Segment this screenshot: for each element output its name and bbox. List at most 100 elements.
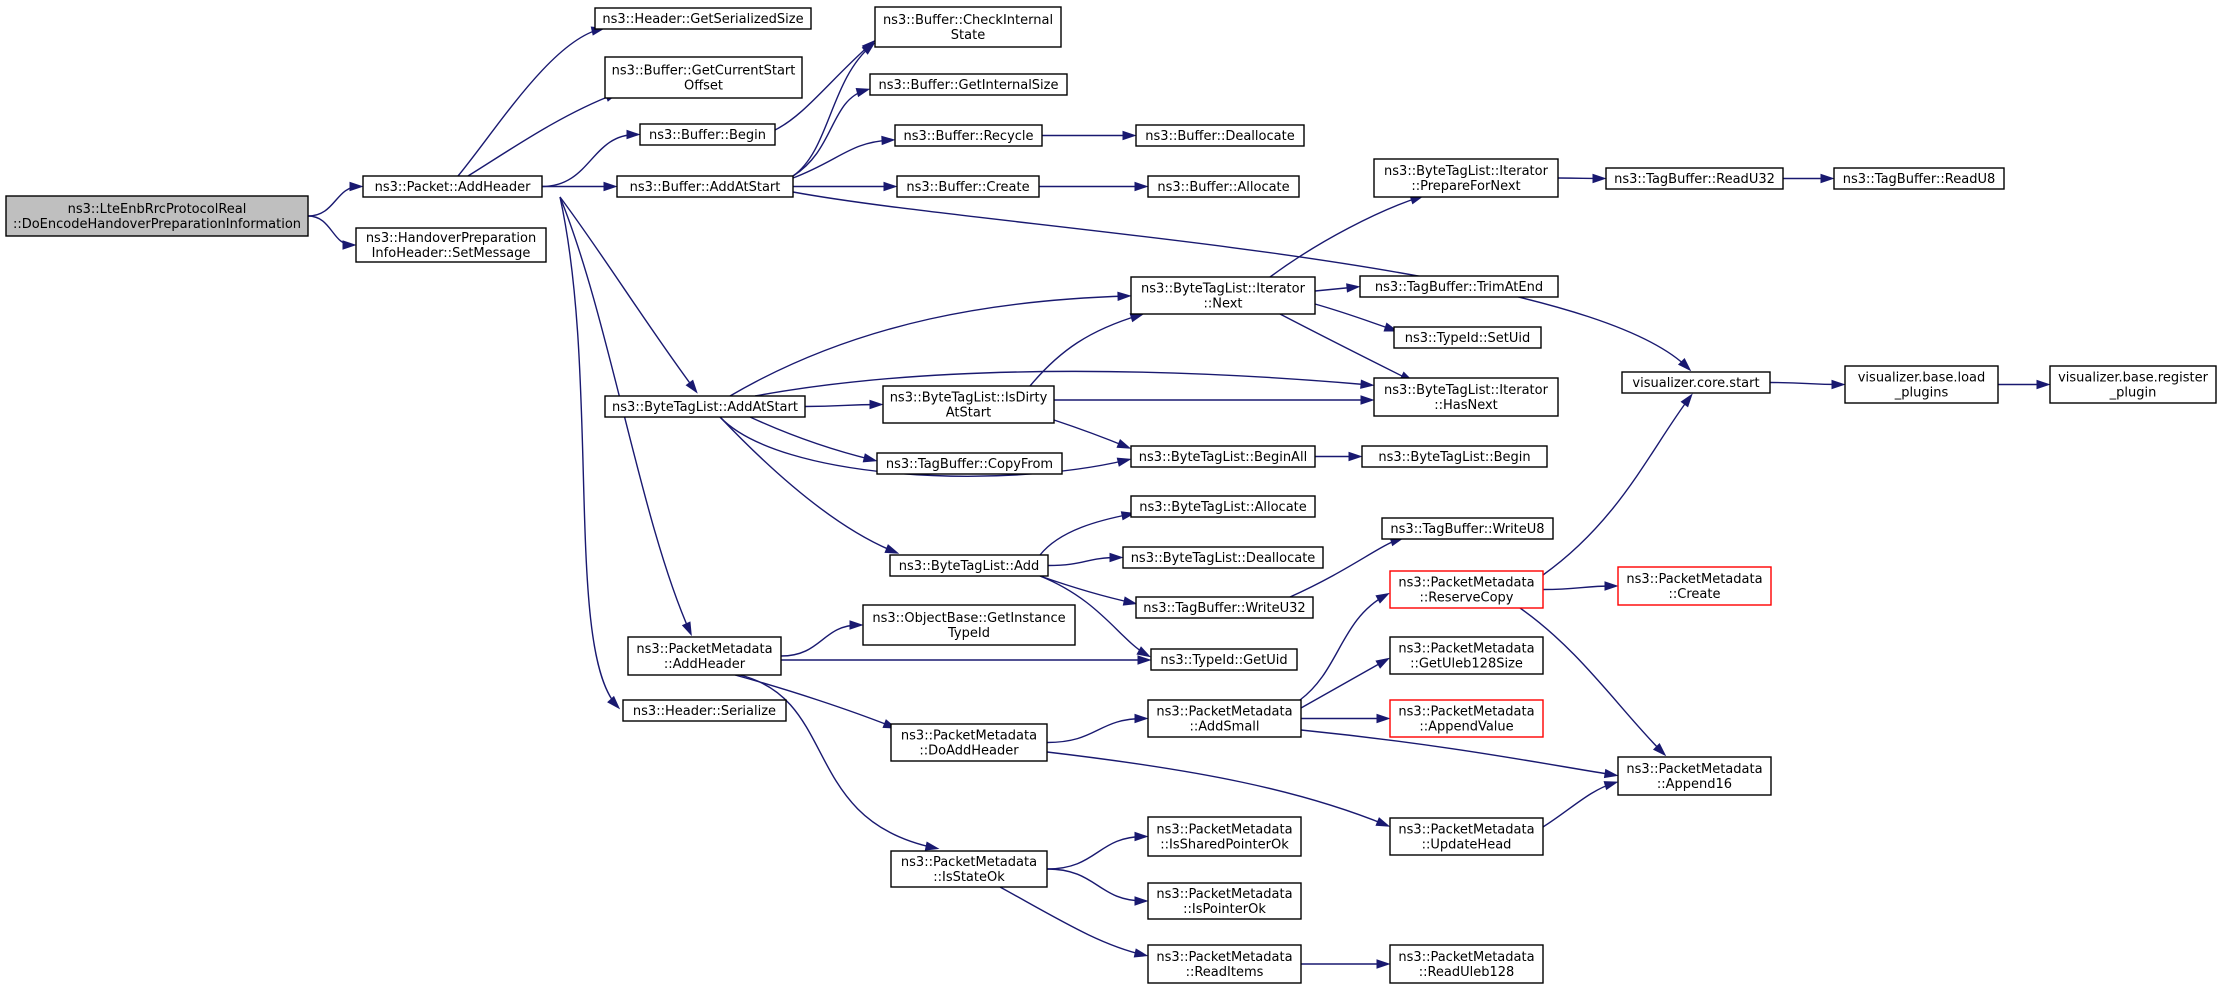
node-buffer-addatstart[interactable]: ns3::Buffer::AddAtStart: [616, 175, 794, 198]
edge-pm_updatehead-to-pm_append16: [1542, 781, 1619, 828]
node-label-line: ns3::PacketMetadata: [636, 642, 772, 657]
node-pm-append16[interactable]: ns3::PacketMetadata::Append16: [1617, 756, 1772, 796]
edge-pm_reservecopy-to-vis_core_start: [1542, 393, 1693, 576]
node-header-serialize[interactable]: ns3::Header::Serialize: [622, 699, 787, 722]
node-tb-readu8[interactable]: ns3::TagBuffer::ReadU8: [1833, 167, 2005, 190]
node-label-line: ns3::PacketMetadata: [1398, 823, 1534, 838]
node-pm-doaddheader[interactable]: ns3::PacketMetadata::DoAddHeader: [890, 723, 1048, 762]
node-vis-base-register-plugin[interactable]: visualizer.base.register_plugin: [2049, 365, 2217, 404]
edge-vis_core_start-to-vis_base_load_plugins: [1769, 379, 1846, 390]
node-hpih-setmessage[interactable]: ns3::HandoverPreparationInfoHeader::SetM…: [355, 227, 547, 263]
node-tb-writeu8[interactable]: ns3::TagBuffer::WriteU8: [1381, 517, 1554, 540]
node-label-line: ns3::TypeId::GetUid: [1160, 653, 1287, 668]
node-tb-copyfrom[interactable]: ns3::TagBuffer::CopyFrom: [876, 452, 1063, 475]
edge-btli_next-to-typeid_setuid: [1314, 303, 1399, 332]
node-pm-ispointerok[interactable]: ns3::PacketMetadata::IsPointerOk: [1147, 882, 1302, 920]
node-label-line: ns3::PacketMetadata: [1156, 887, 1292, 902]
edge-buffer_recycle-to-buffer_deallocate: [1041, 130, 1137, 141]
node-btli-hasnext[interactable]: ns3::ByteTagList::Iterator::HasNext: [1373, 377, 1559, 417]
node-label-line: AtStart: [946, 406, 992, 421]
node-label-line: ns3::ByteTagList::Deallocate: [1131, 551, 1316, 566]
node-pm-readuleb128[interactable]: ns3::PacketMetadata::ReadUleb128: [1389, 944, 1544, 984]
node-pm-addsmall[interactable]: ns3::PacketMetadata::AddSmall: [1147, 699, 1302, 738]
edge-pm_readitems-to-pm_readuleb128: [1301, 959, 1391, 969]
node-tb-writeu32[interactable]: ns3::TagBuffer::WriteU32: [1135, 596, 1314, 619]
node-pm-appendvalue[interactable]: ns3::PacketMetadata::AppendValue: [1389, 699, 1544, 738]
node-label-line: ns3::TagBuffer::WriteU8: [1390, 522, 1544, 537]
node-label-line: ns3::PacketMetadata: [1398, 642, 1534, 657]
edge-btli_next-to-btli_hasnext: [1279, 313, 1415, 383]
node-label-line: ns3::PacketMetadata: [1398, 576, 1534, 591]
node-tb-trimatend[interactable]: ns3::TagBuffer::TrimAtEnd: [1359, 275, 1559, 298]
node-pm-reservecopy[interactable]: ns3::PacketMetadata::ReserveCopy: [1389, 570, 1544, 609]
node-label-line: ns3::Header::Serialize: [633, 704, 776, 719]
node-label-line: ns3::ByteTagList::AddAtStart: [612, 400, 798, 415]
edge-btl_addatstart-to-btli_hasnext: [754, 370, 1375, 397]
node-buffer-create[interactable]: ns3::Buffer::Create: [896, 175, 1040, 198]
edge-packet_addheader-to-buffer_addatstart: [542, 181, 618, 192]
node-label-line: ::Next: [1203, 297, 1242, 312]
node-buffer-getinternalsize[interactable]: ns3::Buffer::GetInternalSize: [869, 73, 1068, 96]
node-btl-addatstart[interactable]: ns3::ByteTagList::AddAtStart: [604, 395, 806, 418]
node-pm-getuleb128size[interactable]: ns3::PacketMetadata::GetUleb128Size: [1389, 636, 1544, 675]
node-label-line: ::ReserveCopy: [1420, 591, 1514, 606]
node-pm-create[interactable]: ns3::PacketMetadata::Create: [1617, 566, 1772, 606]
node-buffer-recycle[interactable]: ns3::Buffer::Recycle: [894, 124, 1043, 147]
node-label-line: ns3::HandoverPreparation: [366, 231, 536, 246]
node-label-line: ns3::TypeId::SetUid: [1405, 331, 1530, 346]
node-root[interactable]: ns3::LteEnbRrcProtocolReal::DoEncodeHand…: [5, 195, 309, 237]
node-buffer-allocate[interactable]: ns3::Buffer::Allocate: [1147, 175, 1300, 198]
edge-packet_addheader-to-pm_addheader: [559, 196, 692, 637]
node-btl-begin[interactable]: ns3::ByteTagList::Begin: [1361, 445, 1548, 468]
node-label-line: ::UpdateHead: [1422, 838, 1512, 853]
edge-root-to-hpih_setmessage: [307, 215, 357, 250]
edge-pm_addsmall-to-pm_getuleb128size: [1300, 657, 1390, 709]
edge-pm_addheader-to-pm_isstateok: [739, 674, 940, 851]
node-btli-next[interactable]: ns3::ByteTagList::Iterator::Next: [1130, 276, 1316, 315]
node-pm-addheader[interactable]: ns3::PacketMetadata::AddHeader: [627, 636, 782, 676]
node-pm-issharedpointerok[interactable]: ns3::PacketMetadata::IsSharedPointerOk: [1147, 816, 1302, 857]
node-label-line: ns3::ByteTagList::Iterator: [1384, 164, 1549, 179]
node-label-line: ns3::PacketMetadata: [1398, 705, 1534, 720]
node-typeid-setuid[interactable]: ns3::TypeId::SetUid: [1393, 326, 1542, 349]
edge-btl_addatstart-to-btli_next: [729, 291, 1132, 397]
node-label-line: visualizer.base.load: [1858, 371, 1986, 386]
node-vis-core-start[interactable]: visualizer.core.start: [1621, 371, 1771, 394]
edge-pm_addsmall-to-pm_appendvalue: [1301, 713, 1391, 724]
node-pm-isstateok[interactable]: ns3::PacketMetadata::IsStateOk: [890, 850, 1048, 888]
node-tb-readu32[interactable]: ns3::TagBuffer::ReadU32: [1605, 167, 1784, 190]
node-label-line: _plugins: [1894, 386, 1949, 401]
edge-btl_addatstart-to-tb_copyfrom: [749, 416, 878, 463]
node-btl-deallocate[interactable]: ns3::ByteTagList::Deallocate: [1122, 546, 1324, 569]
edge-vis_base_load_plugins-to-vis_base_register_plugin: [1997, 379, 2051, 390]
node-label-line: ns3::ByteTagList::Allocate: [1139, 500, 1307, 515]
node-packet-addheader[interactable]: ns3::Packet::AddHeader: [362, 175, 543, 198]
node-label-line: ns3::Buffer::GetInternalSize: [879, 78, 1059, 93]
node-header-getserializedsize[interactable]: ns3::Header::GetSerializedSize: [594, 7, 812, 30]
node-btli-preparefornext[interactable]: ns3::ByteTagList::Iterator::PrepareForNe…: [1373, 158, 1559, 198]
edge-tb_readu32-to-tb_readu8: [1783, 173, 1835, 184]
edge-pm_addsmall-to-pm_append16: [1300, 729, 1619, 779]
node-btl-allocate[interactable]: ns3::ByteTagList::Allocate: [1130, 495, 1316, 518]
node-label-line: ::IsStateOk: [933, 870, 1005, 885]
node-buffer-begin[interactable]: ns3::Buffer::Begin: [639, 123, 776, 146]
node-btl-add[interactable]: ns3::ByteTagList::Add: [889, 554, 1049, 577]
node-label-line: ::DoAddHeader: [919, 744, 1019, 759]
edge-btl_add-to-btl_deallocate: [1047, 552, 1124, 567]
edge-btl_addatstart-to-btl_isdirtyatstart: [804, 399, 884, 410]
node-pm-updatehead[interactable]: ns3::PacketMetadata::UpdateHead: [1389, 817, 1544, 856]
node-typeid-getuid[interactable]: ns3::TypeId::GetUid: [1150, 648, 1298, 671]
node-buffer-deallocate[interactable]: ns3::Buffer::Deallocate: [1135, 124, 1305, 147]
edge-btl_add-to-tb_writeu32: [1039, 575, 1138, 606]
edge-root-to-packet_addheader: [307, 181, 364, 217]
node-pm-readitems[interactable]: ns3::PacketMetadata::ReadItems: [1147, 944, 1302, 984]
node-label-line: ns3::Buffer::Deallocate: [1145, 129, 1294, 144]
node-label-line: Offset: [684, 79, 723, 94]
node-label-line: ns3::TagBuffer::ReadU8: [1843, 172, 1996, 187]
node-btl-beginall[interactable]: ns3::ByteTagList::BeginAll: [1130, 445, 1316, 468]
node-vis-base-load-plugins[interactable]: visualizer.base.load_plugins: [1844, 365, 1999, 404]
